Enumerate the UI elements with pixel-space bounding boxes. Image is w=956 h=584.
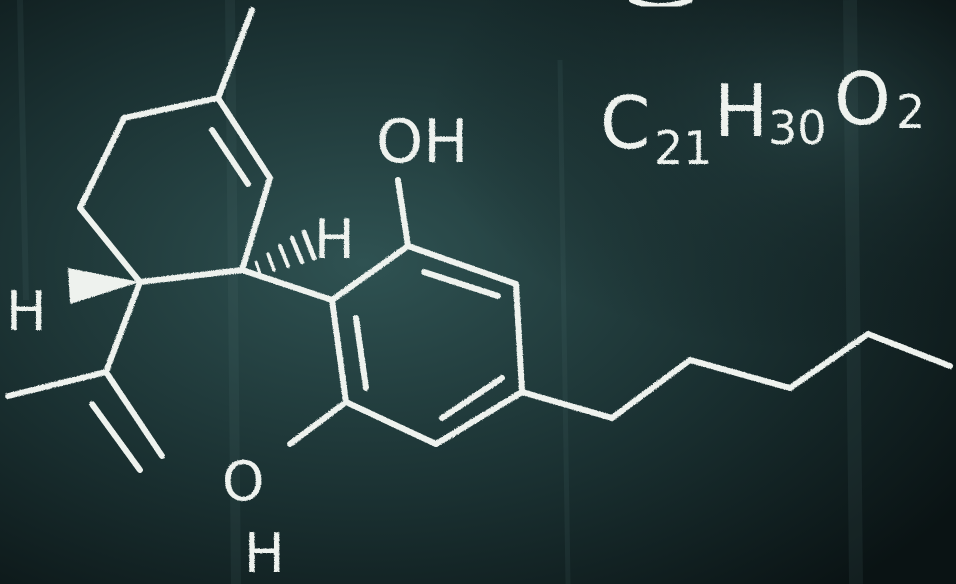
label-o-bottom: O xyxy=(222,450,265,513)
bond-lines xyxy=(5,7,953,473)
board-smudges xyxy=(17,0,863,584)
label-oh-top: OH xyxy=(376,107,468,177)
formula-element-h: H xyxy=(714,69,768,153)
formula-count-h: 30 xyxy=(768,101,827,155)
label-h-stereo-upper: H xyxy=(314,208,355,271)
label-h-stereo-left: H xyxy=(6,280,47,343)
formula-element-c: C xyxy=(600,81,650,165)
hashed-bond xyxy=(254,229,317,276)
wedge-bond xyxy=(68,268,140,304)
molecular-formula: C 21 H 30 O 2 xyxy=(600,57,925,175)
formula-count-o: 2 xyxy=(896,85,925,139)
label-h-bottom: H xyxy=(244,522,285,584)
formula-count-c: 21 xyxy=(654,121,713,175)
formula-element-o: O xyxy=(834,57,891,141)
partial-chalk-mark xyxy=(629,0,693,9)
